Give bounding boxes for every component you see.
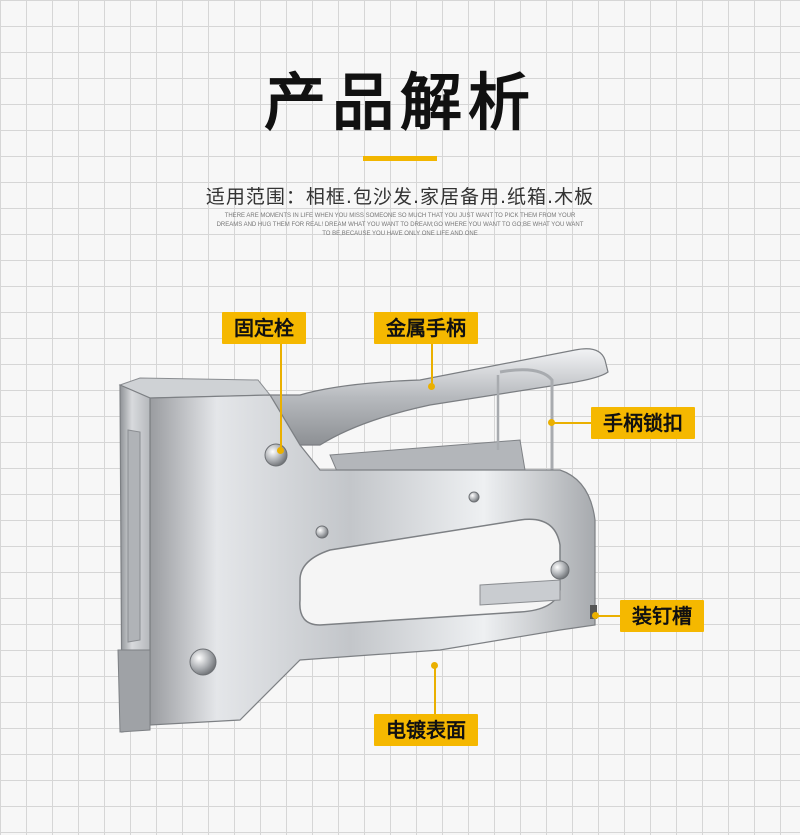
leader-line-metal-handle <box>431 344 433 386</box>
usage-subtitle: 适用范围：相框.包沙发.家居备用.纸箱.木板 <box>205 186 595 208</box>
label-fixing-pin: 固定栓 <box>222 312 306 344</box>
page-title: 产品解析 <box>263 66 536 139</box>
leader-dot-metal-handle <box>428 383 435 390</box>
leader-line-staple-slot <box>596 615 620 617</box>
label-handle-lock: 手柄锁扣 <box>591 407 695 439</box>
leader-line-fixing-pin <box>280 344 282 450</box>
leader-line-plated-surface <box>434 665 436 714</box>
label-plated-surface: 电镀表面 <box>374 714 478 746</box>
leader-dot-plated-surface <box>431 662 438 669</box>
leader-dot-fixing-pin <box>277 447 284 454</box>
leader-line-handle-lock <box>552 422 591 424</box>
leader-dot-staple-slot <box>592 612 599 619</box>
label-staple-slot: 装钉槽 <box>620 600 704 632</box>
leader-dot-handle-lock <box>548 419 555 426</box>
label-metal-handle: 金属手柄 <box>374 312 478 344</box>
title-underline <box>363 156 437 161</box>
decorative-english-text: THERE ARE MOMENTS IN LIFE WHEN YOU MISS … <box>216 213 584 237</box>
